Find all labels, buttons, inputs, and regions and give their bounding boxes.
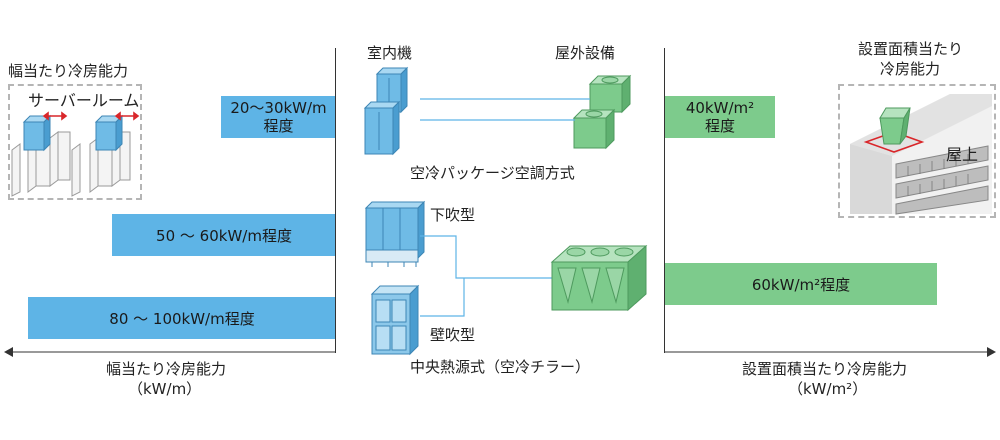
central-heat-source-label: 中央熱源式（空冷チラー）	[410, 358, 591, 376]
capacity-bar-20-30: 20〜30kW/m 程度	[221, 96, 336, 138]
left-axis-arrow	[4, 347, 336, 357]
wall-blow-label: 壁吹型	[430, 326, 476, 344]
right-axis-label: 設置面積当たり冷房能力	[742, 360, 908, 378]
capacity-bar-20-30-line2: 程度	[263, 117, 294, 135]
capacity-bar-50-60: 50 〜 60kW/m程度	[112, 214, 336, 256]
server-room-label: サーバールーム	[28, 91, 140, 110]
server-room-inset	[8, 84, 142, 200]
rooftop-label: 屋上	[946, 145, 979, 164]
indoor-unit-label: 室内機	[367, 44, 413, 62]
right-axis-arrow	[664, 347, 996, 357]
left-axis-unit: （kW/m）	[128, 380, 202, 398]
air-cooled-chiller-icon	[550, 244, 648, 312]
left-axis-label: 幅当たり冷房能力	[106, 360, 227, 378]
capacity-bar-20-30-line1: 20〜30kW/m	[230, 99, 327, 117]
down-blow-label: 下吹型	[430, 206, 476, 224]
right-axis-unit: （kW/m²）	[788, 380, 868, 398]
chiller-piping	[420, 235, 560, 317]
left-panel-title: 幅当たり冷房能力	[8, 62, 129, 80]
area-capacity-bar-40: 40kW/m² 程度	[665, 96, 775, 138]
area-capacity-bar-60: 60kW/m²程度	[665, 263, 937, 305]
indoor-unit-icon	[363, 66, 409, 156]
outdoor-unit-icon	[572, 74, 632, 150]
packaged-piping	[420, 98, 590, 121]
rooftop-building-illustration	[850, 94, 992, 215]
left-axis-line	[335, 48, 336, 353]
server-racks-illustration	[11, 111, 140, 197]
outdoor-equipment-label: 屋外設備	[555, 44, 616, 62]
right-panel-title-line2: 冷房能力	[880, 60, 941, 78]
area-capacity-bar-40-line2: 程度	[704, 117, 735, 135]
right-panel-title-line1: 設置面積当たり	[858, 40, 964, 58]
rooftop-inset	[838, 84, 996, 218]
down-blow-unit-icon	[364, 200, 426, 267]
capacity-bar-80-100: 80 〜 100kW/m程度	[28, 297, 336, 339]
wall-blow-unit-icon	[370, 284, 420, 356]
area-capacity-bar-40-line1: 40kW/m²	[685, 99, 755, 117]
packaged-system-label: 空冷パッケージ空調方式	[410, 164, 575, 182]
right-axis-line	[664, 48, 665, 353]
